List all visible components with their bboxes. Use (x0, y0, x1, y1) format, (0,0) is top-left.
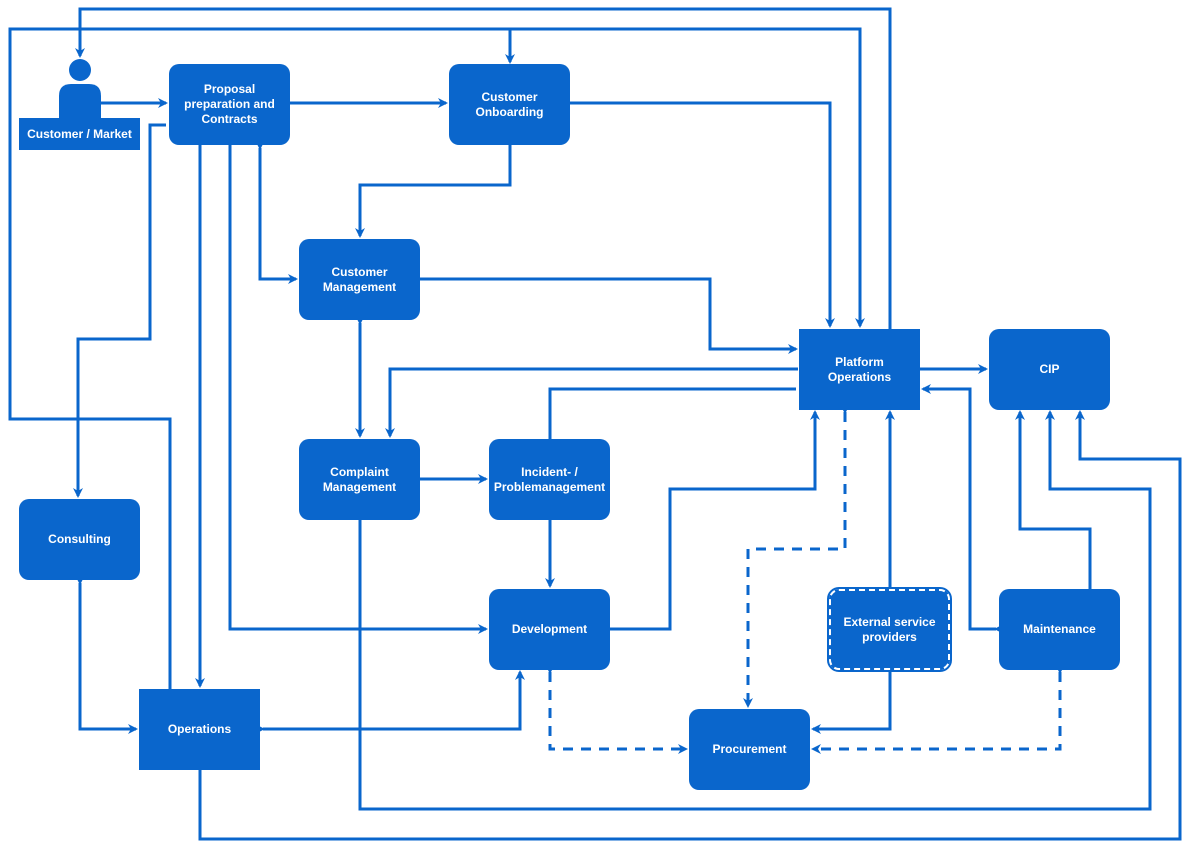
edge-proposal-custmgmt (255, 140, 298, 284)
node-consulting[interactable]: Consulting (19, 499, 140, 580)
person-icon (59, 59, 101, 120)
edge-platform-customer (75, 7, 892, 329)
edge-development-procurement (545, 664, 688, 754)
edge-proposal-development (228, 145, 488, 634)
node-complaint-management[interactable]: Complaint Management (299, 439, 420, 520)
edge-external-procurement (811, 664, 895, 734)
edge-custmgmt-platform (420, 277, 798, 354)
edge-incident-platform (548, 387, 796, 439)
edge-maintenance-procurement (811, 664, 1065, 754)
edge-top-platform (510, 27, 865, 328)
edge-proposal-consulting (73, 123, 166, 498)
node-development[interactable]: Development (489, 589, 610, 670)
edge-onboarding-custmgmt (355, 145, 512, 238)
node-proposal[interactable]: Proposal preparation and Contracts (169, 64, 290, 145)
edge-operations-onboarding (8, 27, 515, 689)
node-maintenance[interactable]: Maintenance (999, 589, 1120, 670)
edge-operations-development (255, 670, 525, 734)
node-customer-market[interactable]: Customer / Market (19, 118, 140, 150)
edge-development-platform (610, 410, 820, 631)
edge-operations-cip (198, 410, 1182, 841)
node-customer-management[interactable]: Customer Management (299, 239, 420, 320)
edge-platform-complaint (385, 367, 798, 438)
node-incident-management[interactable]: Incident- / Problemanagement (489, 439, 610, 520)
node-operations[interactable]: Operations (139, 689, 260, 770)
node-external-providers[interactable]: External service providers (827, 587, 952, 672)
edge-complaint-cip (358, 410, 1152, 811)
node-platform-operations[interactable]: Platform Operations (799, 329, 920, 410)
node-procurement[interactable]: Procurement (689, 709, 810, 790)
node-onboarding[interactable]: Customer Onboarding (449, 64, 570, 145)
edge-maintenance-platform (921, 384, 1004, 634)
edge-onboarding-platform (570, 101, 835, 328)
node-cip[interactable]: CIP (989, 329, 1110, 410)
edge-maintenance-cip (1015, 410, 1092, 589)
edge-platform-procurement (743, 404, 850, 708)
edge-consulting-operations (75, 575, 138, 734)
